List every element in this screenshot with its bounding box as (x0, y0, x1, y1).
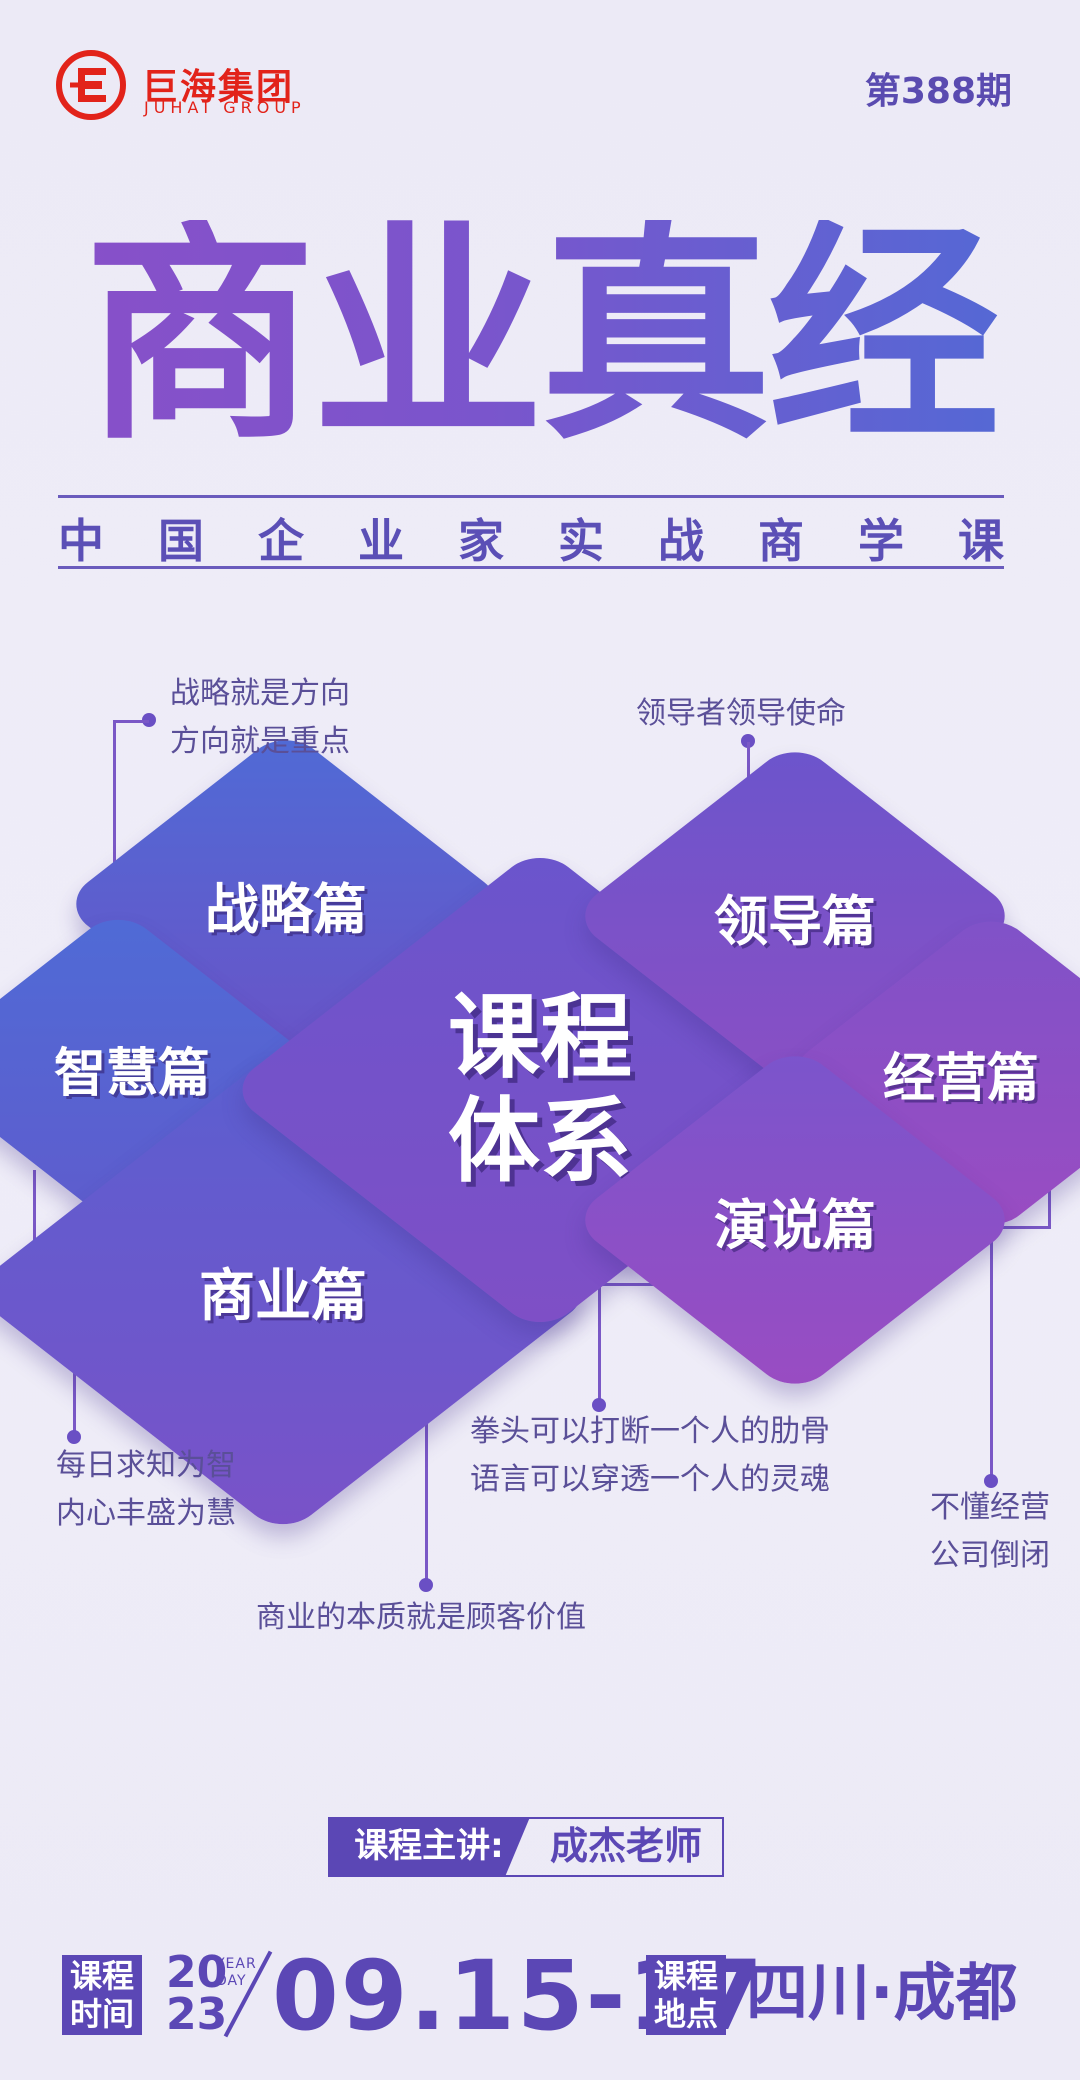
time-tag: 课程 时间 (62, 1955, 142, 2035)
subtitle-char: 商 (758, 514, 804, 568)
juhai-logo-icon (56, 50, 126, 120)
connector-dot (592, 1398, 606, 1412)
note-line: 内心丰盛为慧 (56, 1496, 236, 1531)
time-tag-line: 时间 (69, 1995, 134, 2033)
module-shangye-label: 商业篇 (199, 1263, 367, 1329)
issue-number: 第388期 (864, 71, 1012, 112)
note-line: 拳头可以打断一个人的肋骨 (470, 1414, 830, 1449)
subtitle-bottom-rule (58, 566, 1004, 569)
subtitle-char: 家 (458, 514, 504, 568)
module-zhanlue-label: 战略篇 (205, 877, 367, 941)
logo-english-name: JUHAI GROUP (144, 98, 306, 117)
subtitle-char: 战 (658, 514, 704, 568)
logo-chinese-name: 巨海集团 (142, 67, 295, 108)
note-line: 商业的本质就是顾客价值 (256, 1600, 586, 1635)
note-jingying: 不懂经营 公司倒闭 (930, 1484, 1050, 1580)
module-zhihui[interactable]: 智慧篇 (0, 906, 325, 1230)
subtitle-top-rule (58, 495, 1004, 498)
note-line: 公司倒闭 (930, 1538, 1050, 1573)
lecturer-banner: 课程主讲: 成杰老师 (328, 1817, 724, 1877)
year-word: YEAR (216, 1956, 257, 1972)
connector-dot (67, 1430, 81, 1444)
note-zhanlue: 战略就是方向 方向就是重点 (170, 670, 350, 766)
subtitle-char: 课 (958, 514, 1004, 568)
place-tag-line: 地点 (653, 1995, 718, 2033)
module-zhanlue[interactable]: 战略篇 (59, 727, 513, 1081)
connector-line (990, 1226, 993, 1481)
note-yanshuo: 拳头可以打断一个人的肋骨 语言可以穿透一个人的灵魂 (470, 1408, 830, 1504)
module-zhihui-label: 智慧篇 (53, 1043, 210, 1104)
time-tag-line: 课程 (69, 1957, 134, 1995)
connector-dot (741, 734, 755, 748)
note-line: 领导者领导使命 (636, 696, 846, 731)
connector-line (425, 1393, 428, 1583)
module-shangye[interactable]: 商业篇 (0, 1045, 599, 1537)
module-center[interactable]: 课程 体系 (226, 845, 854, 1335)
module-yanshuo-label: 演说篇 (714, 1193, 876, 1257)
connector-line (1048, 1180, 1051, 1228)
note-lingdao: 领导者领导使命 (636, 690, 846, 738)
course-place: 四川·成都 (746, 1956, 1018, 2029)
note-line: 不懂经营 (930, 1490, 1050, 1525)
note-shangye: 商业的本质就是顾客价值 (256, 1594, 586, 1642)
subtitle-char: 国 (158, 514, 204, 568)
note-line: 战略就是方向 (170, 676, 350, 711)
connector-line (113, 720, 149, 723)
module-jingying-label: 经营篇 (882, 1048, 1039, 1109)
main-title: 商业真经 (0, 220, 1080, 452)
connector-line (990, 1226, 1051, 1229)
lecturer-name: 成杰老师 (550, 1824, 703, 1868)
center-title-line1: 课程 (447, 984, 632, 1091)
connector-line (113, 720, 116, 865)
center-title: 课程 体系 (448, 986, 632, 1194)
subtitle-char: 学 (858, 514, 904, 568)
connector-dot (142, 713, 156, 727)
connector-dot (419, 1578, 433, 1592)
day-word: DAY (216, 1973, 247, 1989)
module-lingdao[interactable]: 领导篇 (568, 739, 1022, 1093)
note-zhihui: 每日求知为智 内心丰盛为慧 (56, 1442, 236, 1538)
note-line: 语言可以穿透一个人的灵魂 (470, 1462, 830, 1497)
place-tag-line: 课程 (653, 1957, 718, 1995)
connector-line (598, 1283, 601, 1403)
module-lingdao-label: 领导篇 (714, 889, 876, 953)
subtitle: 中 国 企 业 家 实 战 商 学 课 (58, 505, 1004, 571)
year-top: 20 (166, 1947, 228, 1998)
subtitle-char: 企 (258, 514, 304, 568)
module-jingying[interactable]: 经营篇 (780, 908, 1080, 1238)
subtitle-char: 实 (558, 514, 604, 568)
note-line: 方向就是重点 (170, 724, 350, 759)
module-yanshuo[interactable]: 演说篇 (568, 1043, 1022, 1397)
place-tag: 课程 地点 (646, 1955, 726, 2035)
connector-dot (984, 1474, 998, 1488)
year-bottom: 23 (166, 1989, 228, 2040)
subtitle-char: 中 (58, 514, 104, 568)
subtitle-char: 业 (358, 514, 404, 568)
lecturer-label: 课程主讲: (328, 1817, 530, 1875)
connector-line (73, 1318, 76, 1436)
center-title-line2: 体系 (447, 1088, 632, 1195)
note-line: 每日求知为智 (56, 1448, 236, 1483)
